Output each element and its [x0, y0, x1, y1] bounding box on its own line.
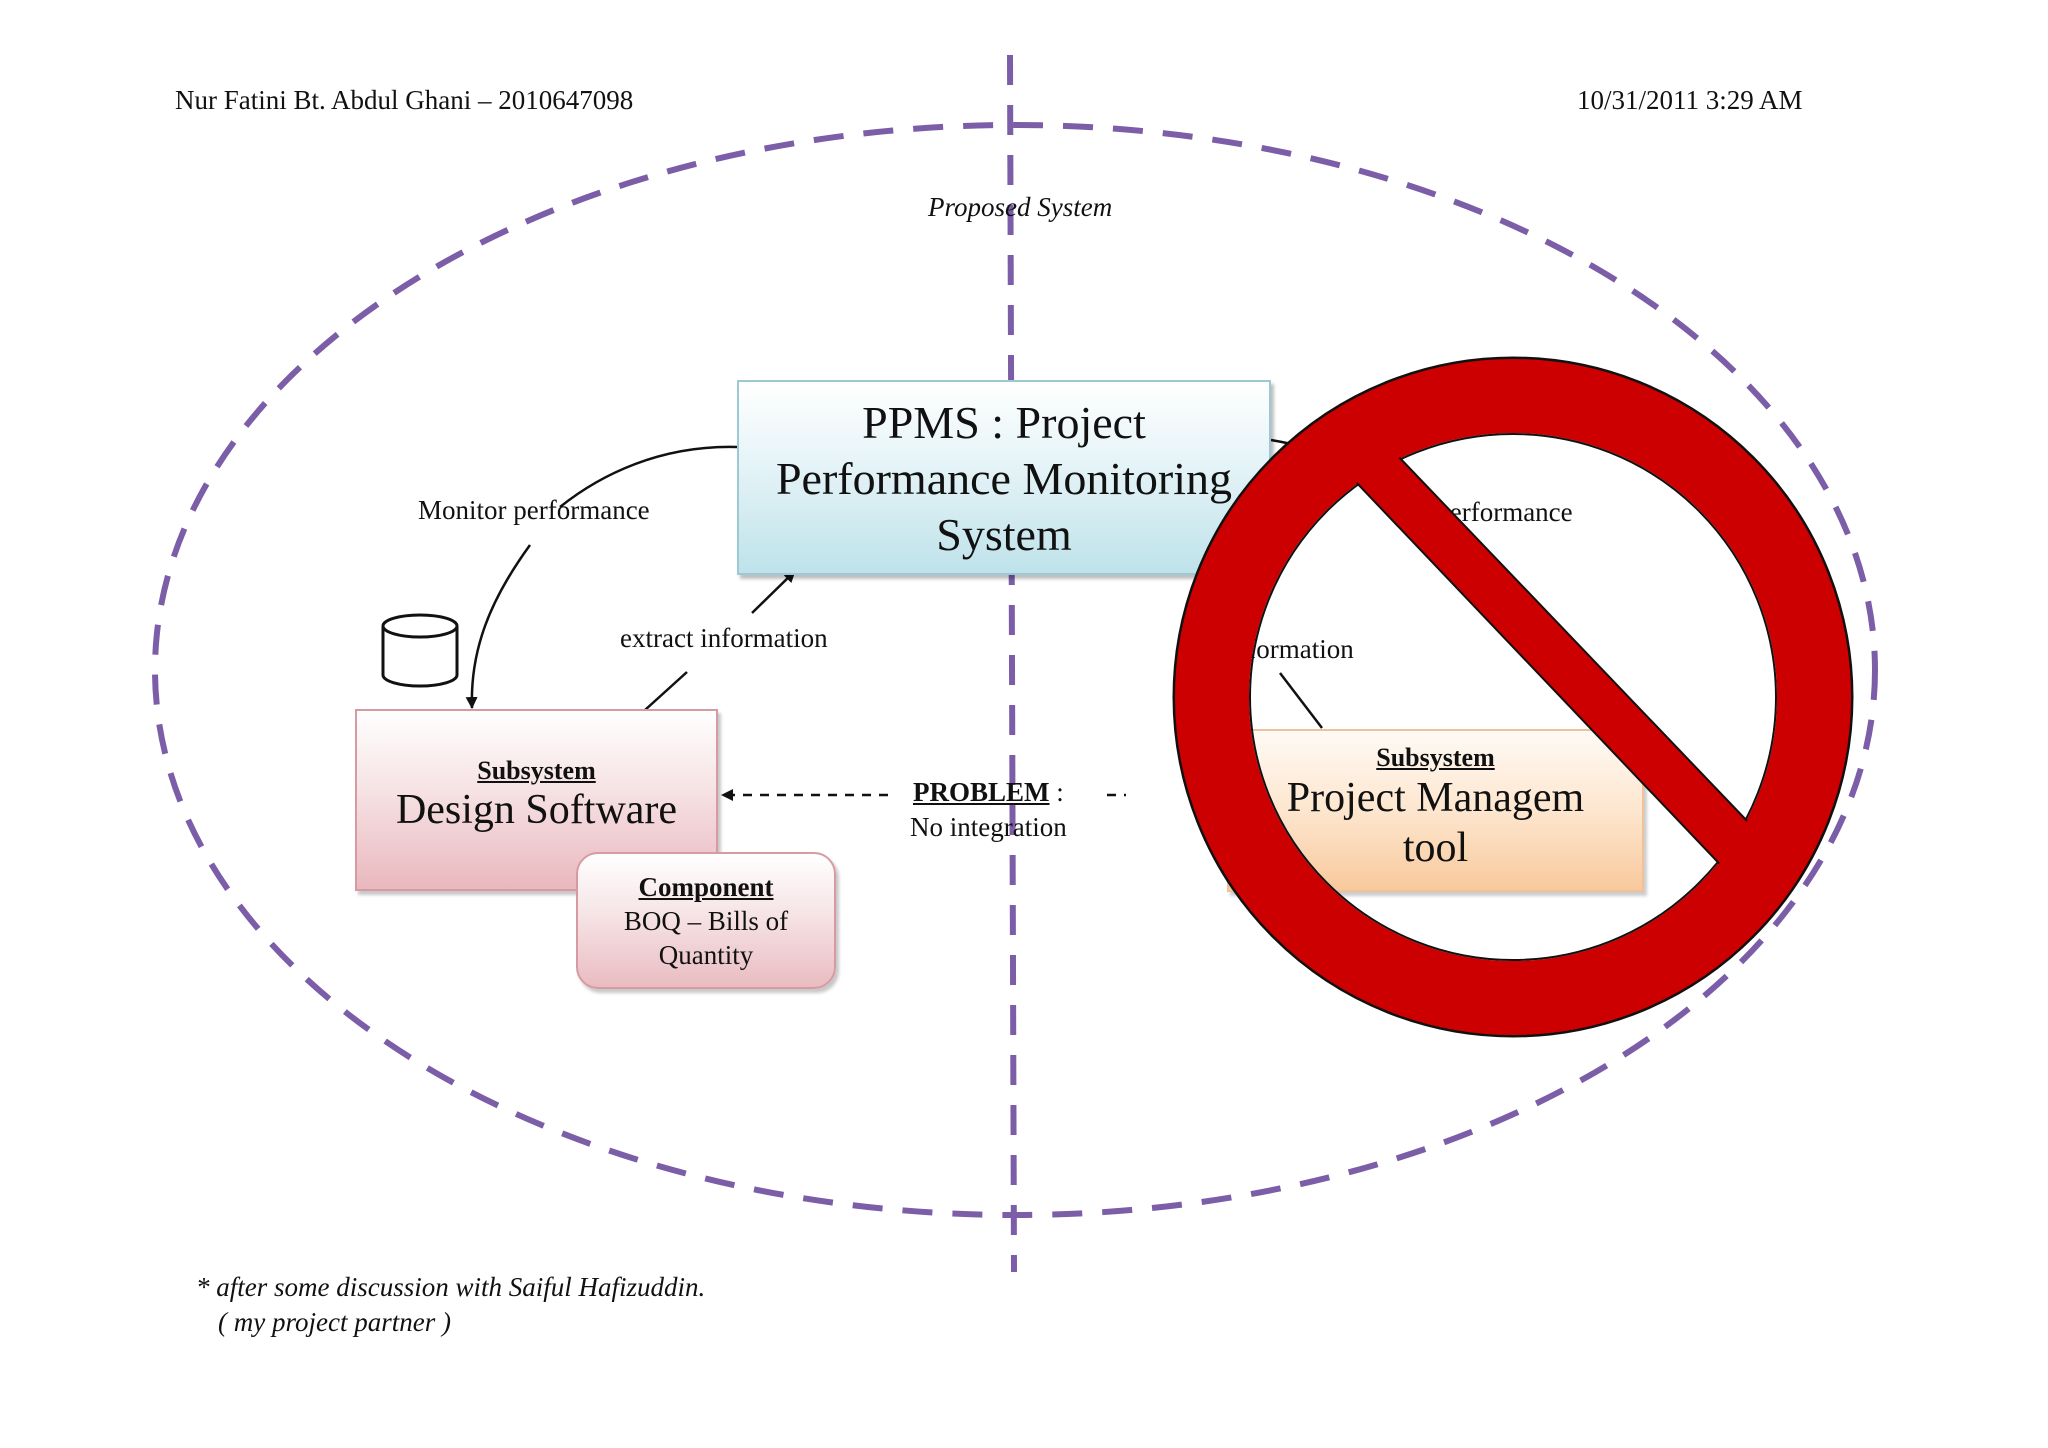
- design-subsystem-title: Design Software: [395, 787, 678, 833]
- problem-heading: PROBLEM: [913, 777, 1050, 807]
- design-subsystem-heading: Subsystem: [477, 756, 596, 785]
- pm-subsystem-line1: Project Managem: [1286, 775, 1585, 821]
- footnote-line2: ( my project partner ): [218, 1307, 451, 1337]
- pm-subsystem-line2: tool: [1402, 825, 1469, 871]
- boundary-label: Proposed System: [928, 192, 1113, 222]
- monitor-arrow-left-lower: [465, 544, 532, 709]
- extract-arrow-right-lower: [1279, 672, 1323, 729]
- footnote-line1: * after some discussion with Saiful Hafi…: [196, 1272, 706, 1302]
- extract-arrow-left-upper: [751, 570, 796, 614]
- component-line2: Quantity: [658, 940, 754, 970]
- pm-subsystem-heading: Subsystem: [1376, 743, 1495, 772]
- component-line1: BOQ – Bills of: [623, 906, 789, 936]
- author-header: Nur Fatini Bt. Abdul Ghani – 2010647098: [175, 85, 634, 115]
- ppms-title-line1: PPMS : Project: [862, 397, 1146, 448]
- extract-label-left: extract information: [620, 623, 828, 653]
- extract-arrow-left-lower-line: [644, 671, 688, 711]
- footnote: * after some discussion with Saiful Hafi…: [196, 1270, 705, 1340]
- component-heading: Component: [638, 872, 774, 902]
- ppms-box: PPMS : Project Performance Monitoring Sy…: [737, 380, 1271, 575]
- project-management-box: Subsystem Project Managem tool: [1227, 729, 1644, 892]
- problem-separator: :: [1056, 777, 1064, 807]
- divider-line: [1007, 54, 1017, 1273]
- ppms-title-line3: System: [936, 509, 1072, 560]
- ppms-title-line2: Performance Monitoring: [775, 453, 1233, 504]
- monitor-label-left: Monitor performance: [418, 495, 650, 525]
- monitor-arrow-left: [559, 445, 738, 508]
- database-icon: [381, 613, 459, 688]
- problem-label: PROBLEM : No integration: [910, 775, 1067, 845]
- component-box: Component BOQ – Bills of Quantity: [576, 852, 836, 989]
- problem-detail: No integration: [910, 812, 1067, 842]
- datetime-header: 10/31/2011 3:29 AM: [1577, 85, 1803, 115]
